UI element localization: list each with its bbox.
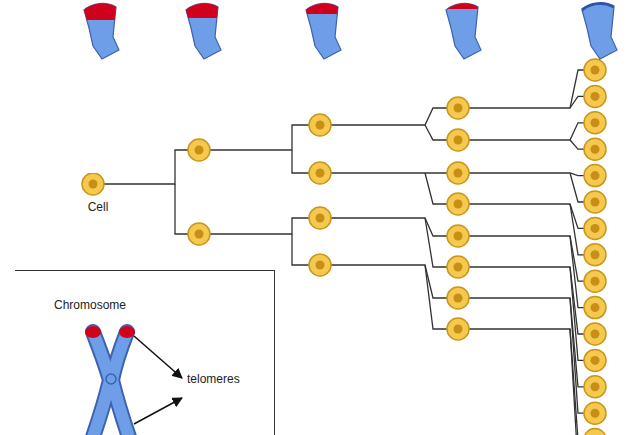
telomere-cap	[306, 3, 341, 14]
cell-node: Cell	[72, 173, 120, 214]
cell-nucleus	[195, 230, 204, 239]
cell-nucleus	[591, 224, 600, 233]
cell-circle	[309, 254, 331, 276]
chromosome-end	[186, 3, 221, 59]
cell-circle	[584, 402, 606, 424]
cell-nucleus	[591, 92, 600, 101]
leader-arrow	[134, 336, 182, 378]
division-line	[458, 329, 595, 435]
chromosome-end	[582, 3, 617, 59]
cell-circle	[188, 139, 210, 161]
cell-nucleus	[454, 325, 463, 334]
cell-circle	[584, 429, 606, 435]
part-label: telomeres	[187, 372, 240, 386]
division-line	[93, 150, 199, 184]
division-line	[458, 204, 595, 228]
cell-nucleus	[591, 145, 600, 154]
division-line	[458, 298, 595, 387]
cell-circle	[447, 129, 469, 151]
division-line	[458, 70, 595, 108]
cell-circle	[584, 112, 606, 134]
cell-circle	[584, 376, 606, 398]
cell-nucleus	[591, 277, 600, 286]
division-line	[199, 218, 320, 234]
cell-circle	[447, 318, 469, 340]
cell-nucleus	[454, 200, 463, 209]
chromosome-ends	[84, 3, 617, 59]
cell-nucleus	[89, 180, 98, 189]
cell-nucleus	[454, 136, 463, 145]
cell-nucleus	[591, 250, 600, 259]
cell-circle	[447, 97, 469, 119]
cell-circle	[584, 85, 606, 107]
cell-circle	[447, 256, 469, 278]
chromosome-end	[84, 3, 119, 59]
cell-nucleus	[316, 261, 325, 270]
cell-circle	[309, 162, 331, 184]
division-line	[320, 108, 458, 125]
cell-circle	[584, 349, 606, 371]
cell-nucleus	[454, 104, 463, 113]
cell-nucleus	[454, 294, 463, 303]
cell-nucleus	[195, 146, 204, 155]
cell-circle	[584, 138, 606, 160]
cell-circle	[447, 193, 469, 215]
cell-circle	[309, 207, 331, 229]
figure-title: Chromosome	[54, 298, 126, 312]
telomere-cap	[446, 3, 481, 9]
cell-nucleus	[591, 409, 600, 418]
cell-nucleus	[316, 214, 325, 223]
cell-circle	[309, 114, 331, 136]
cell-nucleus	[591, 118, 600, 127]
cell-circle	[584, 165, 606, 187]
division-line	[458, 173, 595, 176]
cell-nucleus	[591, 330, 600, 339]
chromosome-end	[306, 3, 341, 59]
leader-arrow	[134, 398, 182, 424]
inset-panel: Chromosome telomeres	[15, 270, 275, 435]
cell-nucleus	[591, 382, 600, 391]
cell-nucleus	[591, 171, 600, 180]
cell-circle	[584, 59, 606, 81]
division-line	[320, 265, 458, 298]
cell-circle	[584, 217, 606, 239]
cell-circle	[584, 191, 606, 213]
cell-tree	[93, 59, 606, 435]
chromosome-figure	[85, 326, 182, 435]
cell-circle	[188, 223, 210, 245]
cell-circle	[584, 323, 606, 345]
cell-nucleus	[454, 232, 463, 241]
cell-nucleus	[454, 169, 463, 178]
cell-circle	[447, 162, 469, 184]
cell-nucleus	[591, 66, 600, 75]
cell-nucleus	[316, 121, 325, 130]
division-line	[458, 123, 595, 140]
cell-circle	[447, 225, 469, 247]
chromosome-end	[446, 3, 481, 59]
cell-circle	[82, 173, 104, 195]
cell-circle	[447, 287, 469, 309]
cell-nucleus	[454, 263, 463, 272]
telomere-cap	[186, 3, 221, 18]
cell-nucleus	[591, 303, 600, 312]
cell-nucleus	[591, 198, 600, 207]
cell-circle	[584, 297, 606, 319]
division-line	[320, 172, 458, 173]
cell-label: Cell	[76, 200, 120, 214]
cell-nucleus	[591, 356, 600, 365]
telomere-cap	[84, 3, 119, 20]
cell-circle	[584, 270, 606, 292]
division-line	[320, 218, 458, 236]
cell-nucleus	[316, 169, 325, 178]
cell-circle	[584, 244, 606, 266]
division-line	[199, 125, 320, 150]
cell-shape	[72, 173, 116, 197]
